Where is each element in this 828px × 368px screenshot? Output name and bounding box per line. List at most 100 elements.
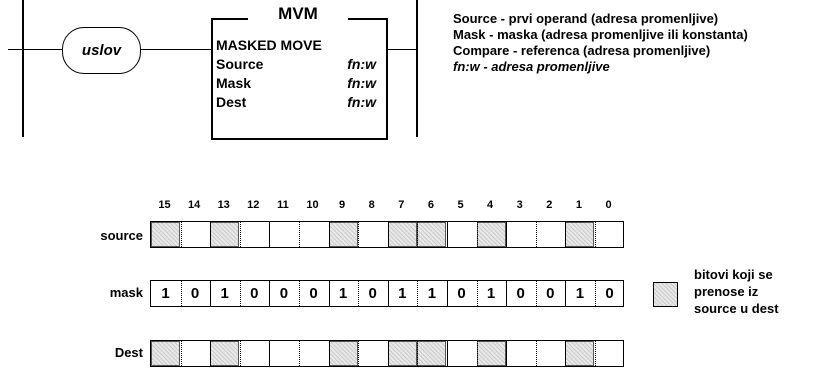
bit-divider — [269, 341, 271, 366]
mask-bit-cell: 1 — [220, 285, 229, 302]
bit-divider — [476, 341, 478, 366]
dest-bit-cell — [536, 341, 565, 366]
dest-bit-cell — [447, 341, 476, 366]
mask-bit-cell: 0 — [605, 285, 614, 302]
bit-divider — [387, 222, 389, 247]
mask-bit-cell: 1 — [338, 285, 348, 302]
bit-divider — [595, 341, 596, 366]
dest-bit-cell — [417, 341, 447, 366]
source-bit-cell — [595, 222, 624, 247]
condition-label: uslov — [81, 42, 122, 59]
mask-bit-cell: 0 — [309, 285, 318, 302]
bit-number: 9 — [339, 199, 346, 211]
bit-divider — [417, 281, 419, 306]
bit-divider — [387, 281, 389, 306]
bit-divider — [328, 222, 330, 247]
bit-divider — [476, 281, 478, 306]
dest-bit-cell — [181, 341, 210, 366]
source-bit-cell — [210, 222, 240, 247]
bit-number: 1 — [575, 199, 582, 211]
dest-bit-cell — [328, 341, 358, 366]
source-bit-cell — [476, 222, 506, 247]
bit-number: 15 — [158, 199, 171, 211]
dest-bit-cell — [595, 341, 624, 366]
bit-divider — [239, 222, 241, 247]
dest-bit-cell — [476, 341, 506, 366]
bit-number: 14 — [187, 199, 201, 211]
right-power-rail — [416, 0, 418, 137]
block-row-value: fn:w — [347, 94, 376, 110]
bit-divider — [387, 341, 389, 366]
block-row-dest: Dest fn:w — [216, 94, 376, 110]
bit-divider — [269, 222, 271, 247]
bit-divider — [565, 281, 567, 306]
bit-divider — [506, 341, 508, 366]
bit-divider — [328, 281, 330, 306]
bit-divider — [565, 341, 567, 366]
bit-divider — [328, 341, 330, 366]
block-row-value: fn:w — [347, 56, 376, 72]
source-register — [150, 221, 624, 248]
bit-divider — [535, 281, 537, 306]
bit-divider — [180, 281, 182, 306]
bit-divider — [299, 281, 300, 306]
source-bit-cell — [417, 222, 447, 247]
bit-divider — [447, 222, 448, 247]
bit-divider — [239, 341, 241, 366]
bit-divider — [210, 341, 212, 366]
legend-line: prenose iz — [694, 284, 759, 299]
bit-divider — [299, 341, 300, 366]
note-address: fn:w - adresa promenljive — [453, 59, 610, 74]
bit-number: 7 — [398, 199, 405, 211]
block-row-value: fn:w — [347, 75, 376, 91]
source-bit-cell — [565, 222, 595, 247]
bit-divider — [358, 222, 360, 247]
mask-bit-cell: 0 — [279, 285, 289, 302]
bit-divider — [269, 281, 271, 306]
dest-bit-cell — [387, 341, 417, 366]
source-bit-cell — [151, 222, 180, 247]
note-compare: Compare - referenca (adresa promenljive) — [453, 43, 711, 58]
dest-bit-cell — [240, 341, 269, 366]
bit-number: 0 — [605, 199, 612, 211]
condition-contact: uslov — [62, 27, 141, 74]
bit-divider — [299, 222, 300, 247]
bit-divider — [506, 281, 508, 306]
bit-number: 5 — [457, 199, 464, 211]
dest-bit-cell — [269, 341, 298, 366]
legend-line: bitovi koji se — [694, 267, 773, 282]
dest-bit-cell — [358, 341, 387, 366]
source-bit-cell — [387, 222, 417, 247]
rung-wire-middle — [141, 49, 211, 50]
bit-divider — [180, 341, 182, 366]
rung-wire-right — [385, 49, 417, 50]
bit-divider — [476, 222, 478, 247]
bit-divider — [180, 222, 182, 247]
rung-wire-left — [8, 49, 62, 50]
mask-row-label: mask — [109, 285, 143, 300]
bit-divider — [595, 281, 596, 306]
mask-bit-cell: 0 — [250, 285, 259, 302]
bit-divider — [447, 281, 448, 306]
block-row-label: Dest — [216, 94, 247, 110]
bit-number: 8 — [368, 199, 375, 211]
bit-divider — [239, 281, 241, 306]
block-row-label: Source — [216, 56, 264, 72]
source-bit-cell — [240, 222, 269, 247]
legend-text: bitovi koji se prenose iz source u dest — [694, 266, 779, 317]
mask-bit-cell: 0 — [546, 285, 555, 302]
bit-number: 12 — [247, 199, 260, 211]
block-row-label: Mask — [216, 75, 252, 91]
legend-line: source u dest — [694, 301, 779, 316]
bit-divider — [210, 222, 212, 247]
bit-number: 11 — [277, 199, 289, 211]
mask-bit-cell: 0 — [457, 285, 466, 302]
block-row-source: Source fn:w — [216, 56, 376, 72]
bit-divider — [210, 281, 212, 306]
bit-divider — [417, 341, 419, 366]
source-row-label: source — [100, 228, 143, 243]
mask-bit-cell: 1 — [161, 285, 170, 302]
bit-divider — [535, 222, 537, 247]
bit-divider — [535, 341, 537, 366]
bit-number: 10 — [306, 199, 319, 211]
